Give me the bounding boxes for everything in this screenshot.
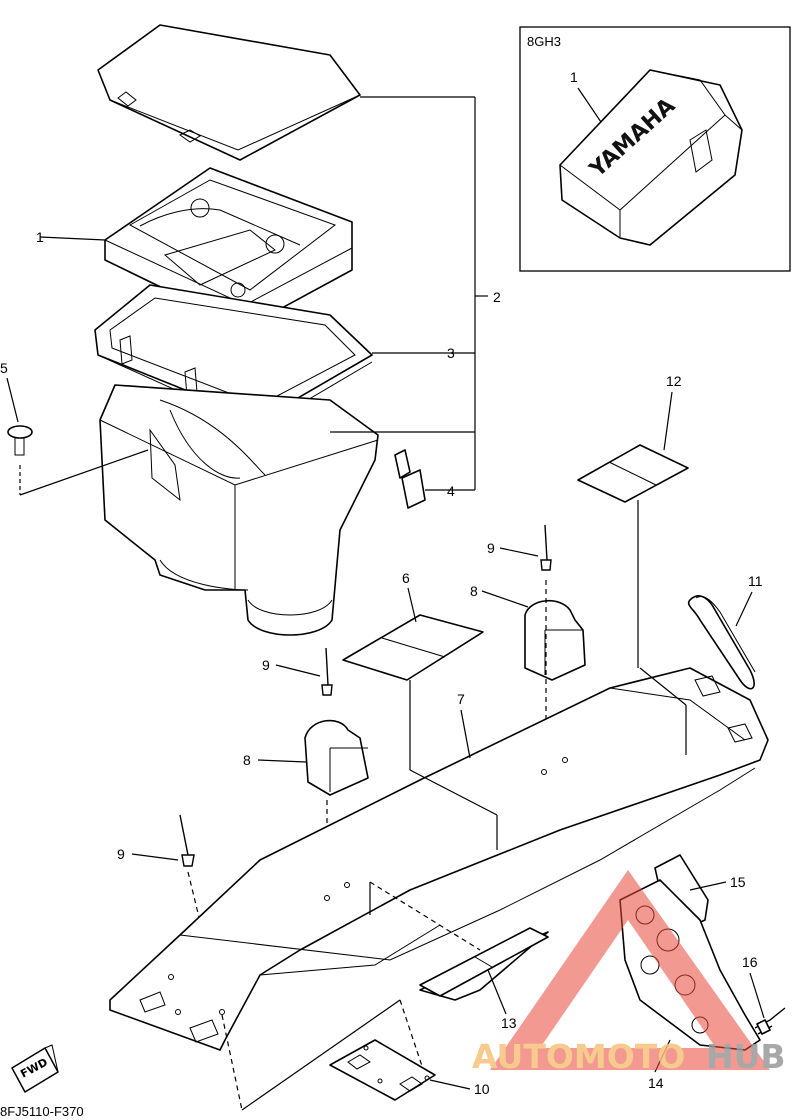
callout-3: 3 [447, 345, 455, 361]
callout-9-upper: 9 [487, 540, 495, 556]
callout-15: 15 [730, 874, 746, 890]
callout-9-middle: 9 [262, 657, 270, 673]
callout-12: 12 [666, 373, 682, 389]
watermark-triangle [490, 870, 770, 1070]
callout-10: 10 [474, 1081, 490, 1097]
callout-13: 13 [501, 1015, 517, 1031]
watermark-text-hub: HUB [706, 1037, 786, 1076]
toolbag-illustration: YAMAHA [559, 69, 743, 246]
inset-panel: 8GH3 1 YAMAHA [519, 26, 791, 272]
wire-loop: 11 [687, 573, 763, 690]
inset-model-code: 8GH3 [527, 34, 561, 49]
clip [394, 449, 426, 509]
callout-14: 14 [648, 1075, 664, 1091]
screw: 5 [0, 360, 149, 496]
watermark: AUTOMOTO HUB [472, 870, 786, 1076]
callout-7: 7 [457, 691, 465, 707]
air-box-body [99, 384, 379, 636]
fwd-arrow-icon: FWD [11, 1044, 59, 1093]
bolt: 16 [742, 954, 786, 1035]
watermark-text-automoto: AUTOMOTO [472, 1037, 685, 1076]
battery-tray-plate: 7 [109, 667, 769, 1111]
callout-9-lower: 9 [117, 846, 125, 862]
clamp-upper: 8 9 [470, 524, 586, 770]
callout-8-lower: 8 [243, 752, 251, 768]
callout-8-upper: 8 [470, 583, 478, 599]
callout-inset-1: 1 [570, 69, 578, 85]
callout-1: 1 [36, 229, 44, 245]
callout-4: 4 [447, 483, 455, 499]
label-sheet-6: 6 [342, 570, 484, 681]
mount-plate: 10 [329, 1039, 490, 1101]
callout-2: 2 [493, 289, 501, 305]
callout-6: 6 [402, 570, 410, 586]
callout-5: 5 [0, 360, 8, 376]
box-lid [97, 24, 361, 161]
label-sheet-12: 12 [577, 373, 689, 668]
callout-11: 11 [748, 573, 763, 589]
diagram-code: 8FJ5110-F370 [0, 1104, 84, 1119]
callout-16: 16 [742, 954, 758, 970]
label-sheet-13: 13 [419, 927, 549, 1031]
bracket-leaders [39, 96, 488, 491]
